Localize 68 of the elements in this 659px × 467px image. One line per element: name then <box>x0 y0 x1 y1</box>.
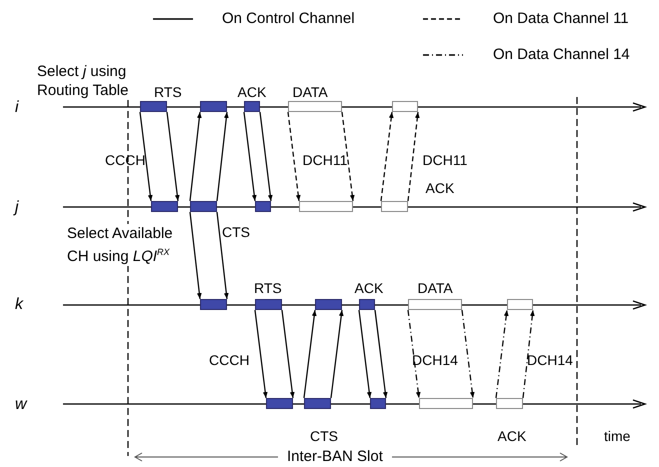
control-packet-box <box>200 101 227 112</box>
node-name: k <box>15 296 23 313</box>
arrow <box>407 112 420 202</box>
arrow <box>189 212 202 300</box>
control-packet-box <box>255 201 271 212</box>
packet-label: ACK <box>238 84 266 101</box>
arrow <box>243 112 257 202</box>
data-packet-box <box>507 299 533 310</box>
channel-label: DCH11 <box>302 152 348 169</box>
data-packet-box <box>419 398 473 409</box>
channel-label: CCCH <box>209 352 250 369</box>
control-packet-box <box>190 201 217 212</box>
packet-label: RTS <box>154 84 182 101</box>
arrow <box>495 310 509 398</box>
packet-label: CTS <box>310 428 338 445</box>
channel-label: DCH11 <box>422 152 468 169</box>
arrow <box>189 112 202 202</box>
data-packet-box <box>288 101 342 112</box>
data-packet-box <box>299 201 353 212</box>
arrow <box>303 310 317 398</box>
arrow <box>374 310 388 398</box>
arrow <box>216 112 229 202</box>
control-packet-box <box>359 299 375 310</box>
control-packet-box <box>244 101 260 112</box>
control-packet-box <box>151 201 178 212</box>
axis-label: time <box>604 428 630 445</box>
packet-label: ACK <box>354 280 384 297</box>
arrow <box>330 310 344 398</box>
data-packet-box <box>381 201 408 212</box>
arrow <box>461 310 475 398</box>
arrow <box>259 112 273 202</box>
control-packet-box <box>140 101 167 112</box>
arrow <box>407 310 421 398</box>
control-packet-box <box>266 398 293 409</box>
arrow <box>139 112 153 202</box>
control-packet-box <box>315 299 342 310</box>
legend-text: On Data Channel 11 <box>493 10 629 27</box>
arrow <box>216 212 229 300</box>
channel-label: DCH14 <box>412 352 458 369</box>
channel-label: DCH14 <box>527 352 573 369</box>
arrow <box>254 310 268 398</box>
channel-label: CCCH <box>105 152 146 169</box>
control-packet-box <box>370 398 386 409</box>
arrow <box>166 112 180 202</box>
packet-label: DATA <box>292 84 328 101</box>
arrow <box>358 310 372 398</box>
data-packet-box <box>496 398 523 409</box>
packet-label: ACK <box>498 428 526 445</box>
packet-label: DATA <box>418 280 453 297</box>
arrow <box>380 112 394 202</box>
legend-text: On Control Channel <box>222 10 355 27</box>
arrow <box>522 310 535 398</box>
node-name: j <box>15 199 19 216</box>
data-packet-box <box>392 101 418 112</box>
packet-label: RTS <box>254 280 282 297</box>
node-name: w <box>15 396 27 413</box>
packet-label: CTS <box>222 224 250 241</box>
control-packet-box <box>304 398 331 409</box>
data-packet-box <box>408 299 462 310</box>
control-packet-box <box>255 299 282 310</box>
arrow <box>287 112 301 202</box>
packet-label: ACK <box>426 180 454 197</box>
legend-text: On Data Channel 14 <box>493 46 630 63</box>
arrow <box>341 112 355 202</box>
control-packet-box <box>200 299 227 310</box>
dimension-label: Inter-BAN Slot <box>287 448 383 465</box>
node-name: i <box>15 99 19 116</box>
arrow <box>281 310 295 398</box>
